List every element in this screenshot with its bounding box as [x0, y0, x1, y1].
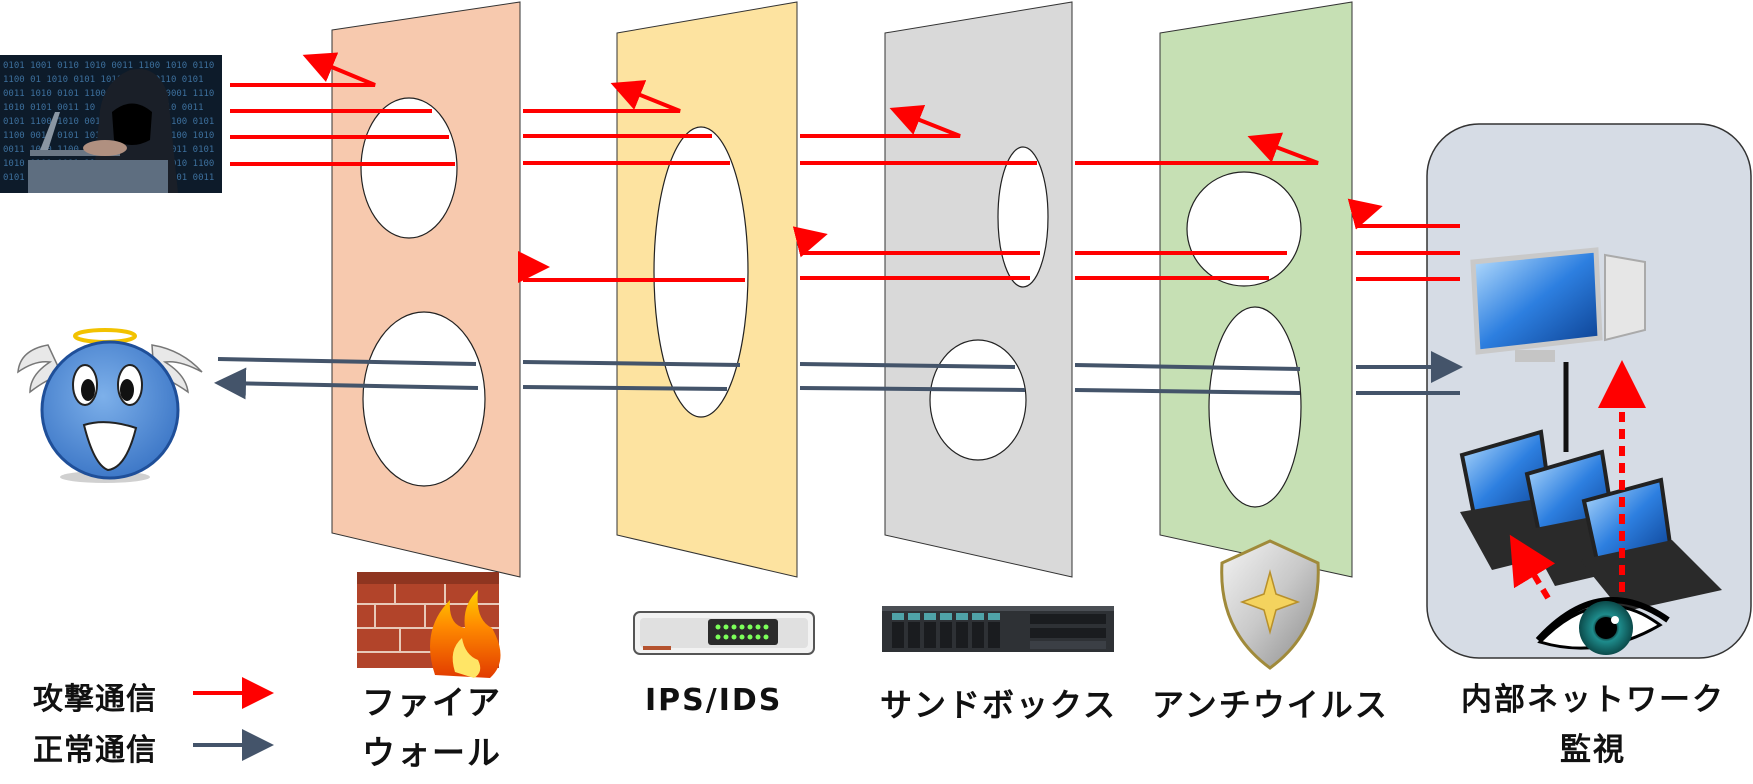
firewall-label-line-1: ファイア: [362, 683, 502, 722]
monitoring-arrows: [1509, 360, 1646, 600]
firewall-label-line-2: ウォール: [362, 733, 502, 772]
normal-flow-outbound-4: [1074, 388, 1301, 395]
ips-ids-panel: [616, 1, 798, 578]
internal-network-label-line-2: 監視: [1560, 732, 1626, 768]
firewall-label: ファイア ウォール: [362, 678, 502, 778]
angel-smiley-icon: [17, 328, 203, 483]
attack-flow-6a: [792, 226, 828, 258]
svg-text:0101 1001 0110 1010 0011 1100: 0101 1001 0110 1010 0011 1100 1010 0110: [3, 61, 214, 71]
normal-flow-outbound-1: [214, 367, 479, 400]
shield-icon: [1220, 539, 1320, 670]
attack-flow-4d: [1075, 132, 1319, 165]
normal-flow-inbound-2: [522, 360, 741, 367]
desktop-monitor-icon: [1470, 247, 1646, 362]
sandbox-label: サンドボックス: [880, 686, 1118, 724]
normal-flow-inbound-1: [217, 357, 477, 366]
hooded-hacker-icon: 0101 1001 0110 1010 0011 1100 1010 0110 …: [0, 55, 222, 193]
normal-flow-inbound-3: [799, 362, 1016, 369]
laptop-icon: [1580, 477, 1722, 612]
antivirus-panel: [1159, 1, 1353, 578]
legend-normal-label: 正常通信: [33, 733, 157, 768]
normal-flow-inbound-4: [1074, 363, 1301, 371]
attack-flow-3b: [523, 80, 681, 113]
internal-network-label-line-1: 内部ネットワーク: [1461, 682, 1725, 718]
antivirus-label: アンチウイルス: [1152, 686, 1389, 724]
firewall-panel: [331, 1, 521, 578]
normal-traffic: [214, 351, 1463, 400]
firewall-icon: [357, 572, 501, 678]
legend-attack-label: 攻撃通信: [33, 682, 157, 717]
attack-flow-1: [230, 52, 376, 87]
ips-device-icon: [633, 611, 815, 655]
server-rack-icon: [882, 606, 1114, 652]
ips-ids-label: IPS/IDS: [645, 683, 783, 718]
internal-network-label: 内部ネットワーク 監視: [1443, 675, 1743, 775]
attack-flow-3d: [800, 104, 961, 138]
sandbox-panel: [884, 1, 1073, 578]
attack-traffic: [230, 52, 1460, 283]
monitoring-arrow-to-laptop: [1509, 534, 1556, 600]
normal-flow-outbound-2: [522, 385, 728, 391]
attack-flow-8a: [1347, 198, 1383, 230]
normal-flow-outbound-3: [799, 386, 1026, 392]
eye-icon: [1535, 597, 1670, 655]
svg-text:1100 01 1010 0101 1011 0100 01: 1100 01 1010 0101 1011 0100 0110 0101: [3, 75, 203, 85]
